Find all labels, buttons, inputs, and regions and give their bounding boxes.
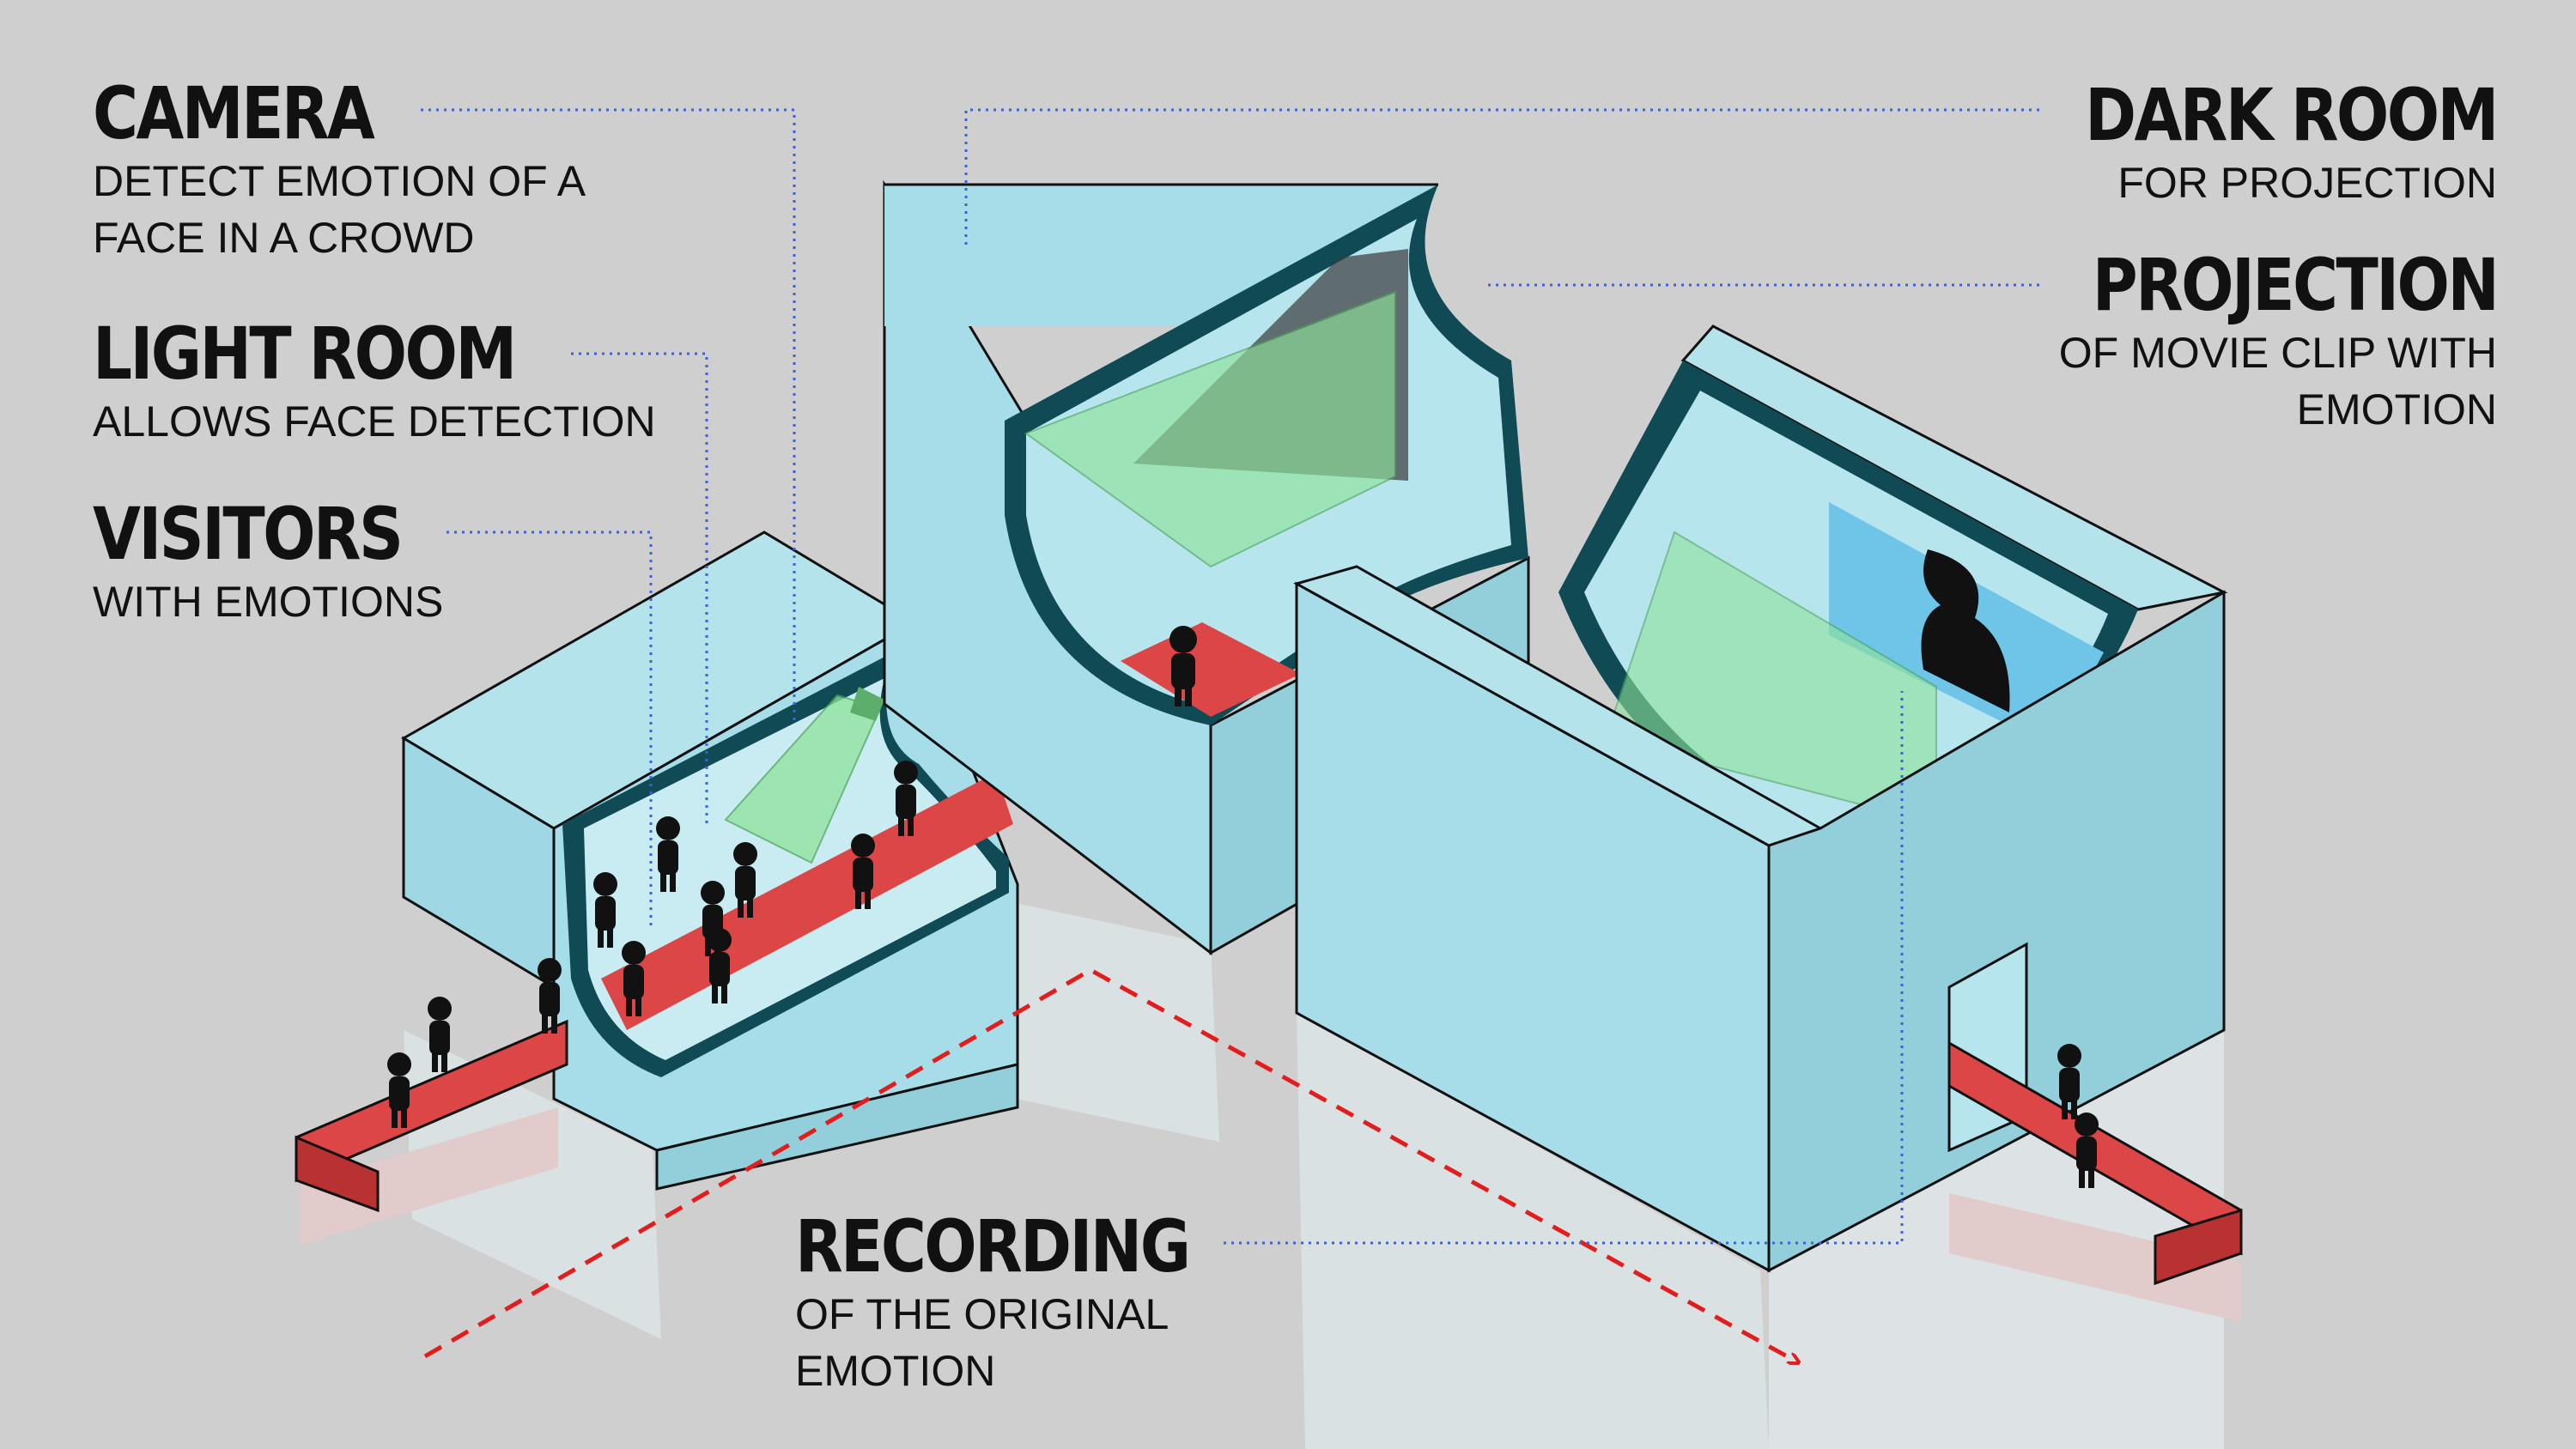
visitor-figures xyxy=(387,626,2099,1188)
visitor-figure xyxy=(1170,626,1197,706)
camera-label: CAMERA DETECT EMOTION OF A FACE IN A CRO… xyxy=(93,74,586,266)
visitor-figure xyxy=(428,997,452,1072)
light-room-leader xyxy=(571,352,708,824)
camera-leader xyxy=(421,108,796,725)
dark-room-title: DARK ROOM xyxy=(2085,73,2499,157)
dark-room-leader xyxy=(964,108,2039,249)
leader-lines xyxy=(421,108,2039,1245)
projection-description: OF MOVIE CLIP WITH EMOTION xyxy=(2058,329,2497,433)
light-room-label: LIGHT ROOM ALLOWS FACE DETECTION xyxy=(93,314,656,450)
recording-description: OF THE ORIGINAL EMOTION xyxy=(795,1290,1170,1395)
light-room-building xyxy=(401,530,1019,1191)
visitor-figure xyxy=(894,761,918,836)
visitor-figure xyxy=(2075,1113,2099,1188)
visitors-title: VISITORS xyxy=(93,492,404,576)
visitor-figure xyxy=(387,1052,411,1128)
visitor-figure xyxy=(538,958,562,1034)
camera-title: CAMERA xyxy=(93,71,375,155)
visitor-flow-arrow xyxy=(423,967,1795,1361)
dark-room-label: DARK ROOM FOR PROJECTION xyxy=(2018,73,2499,211)
camera-description: DETECT EMOTION OF A FACE IN A CROWD xyxy=(93,157,586,262)
visitor-figure xyxy=(656,816,680,892)
visitors-label: VISITORS WITH EMOTIONS xyxy=(93,494,452,630)
recording-title: RECORDING xyxy=(795,1204,1191,1288)
projection-room-building xyxy=(1293,324,2228,1273)
entry-carpet-left xyxy=(295,1019,568,1213)
recording-leader xyxy=(1224,691,1904,1245)
visitor-figure xyxy=(2057,1044,2081,1119)
dark-room-description: FOR PROJECTION xyxy=(2117,159,2497,207)
projection-label: PROJECTION OF MOVIE CLIP WITH EMOTION xyxy=(2026,243,2500,438)
visitor-figure xyxy=(593,872,617,948)
visitor-figure xyxy=(622,941,646,1016)
projection-title: PROJECTION xyxy=(2092,243,2500,327)
visitors-description: WITH EMOTIONS xyxy=(93,578,444,626)
visitor-figure xyxy=(708,928,732,1003)
recording-label: RECORDING OF THE ORIGINAL EMOTION xyxy=(795,1207,1253,1399)
visitor-figure xyxy=(733,842,757,918)
light-room-title: LIGHT ROOM xyxy=(93,312,517,396)
light-room-description: ALLOWS FACE DETECTION xyxy=(93,397,656,446)
visitor-figure xyxy=(851,834,875,909)
